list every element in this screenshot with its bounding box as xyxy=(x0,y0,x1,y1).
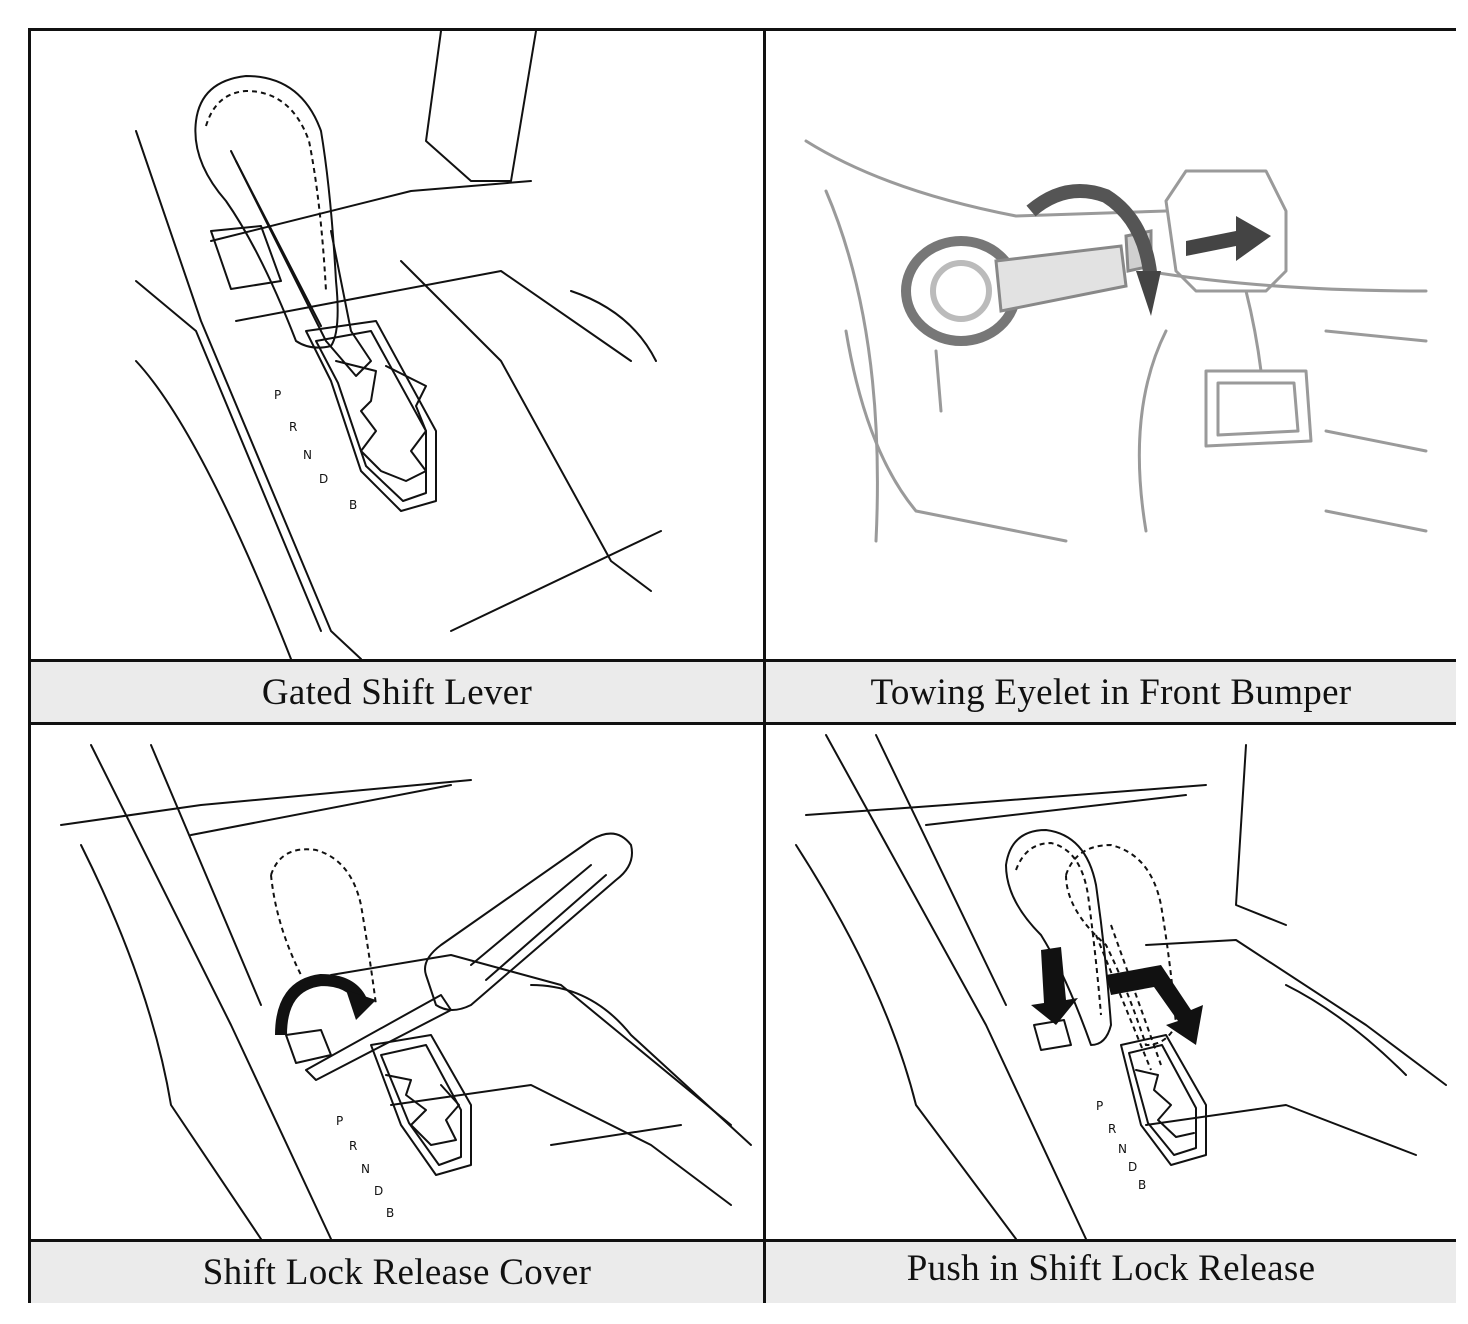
gear-letter-b: B xyxy=(1138,1178,1146,1192)
towing-eyelet-illustration xyxy=(804,139,1428,543)
caption-gated-shift-lever: Gated Shift Lever xyxy=(31,662,763,722)
row-divider-top-caption xyxy=(31,659,1456,662)
gear-letter-n: N xyxy=(1118,1142,1127,1156)
row-divider-bottom-caption xyxy=(31,1239,1456,1242)
panel-shift-lock-release-cover-image: P R N D B xyxy=(31,725,763,1239)
caption-shift-lock-release-cover: Shift Lock Release Cover xyxy=(31,1242,763,1303)
panel-push-shift-lock-release-image: P R N D B xyxy=(766,725,1456,1239)
gear-letter-r: R xyxy=(1108,1122,1116,1136)
figure-grid: P R N D B Gated Shift Lever xyxy=(28,28,1456,1303)
column-divider xyxy=(763,31,766,1303)
gear-letter-d: D xyxy=(319,472,328,486)
row-divider-middle xyxy=(31,722,1456,725)
caption-push-shift-lock-release: Push in Shift Lock Release xyxy=(766,1242,1456,1303)
gear-letter-r: R xyxy=(289,420,297,434)
shift-lock-release-cover-illustration: P R N D B xyxy=(60,744,752,1239)
gear-letter-p: P xyxy=(336,1114,343,1128)
gear-letter-p: P xyxy=(1096,1099,1103,1113)
gear-letter-b: B xyxy=(349,498,357,512)
gated-shift-lever-illustration: P R N D B xyxy=(135,31,662,659)
gear-letter-r: R xyxy=(349,1139,357,1153)
gear-letter-n: N xyxy=(303,448,312,462)
gear-letter-n: N xyxy=(361,1162,370,1176)
caption-towing-eyelet: Towing Eyelet in Front Bumper xyxy=(766,662,1456,722)
gear-letter-d: D xyxy=(1128,1160,1137,1174)
gear-letter-d: D xyxy=(374,1184,383,1198)
panel-towing-eyelet-image xyxy=(766,31,1456,659)
gear-letter-b: B xyxy=(386,1206,394,1220)
panel-gated-shift-lever-image: P R N D B xyxy=(31,31,763,659)
push-shift-lock-release-illustration: P R N D B xyxy=(795,734,1447,1239)
gear-letter-p: P xyxy=(274,388,281,402)
